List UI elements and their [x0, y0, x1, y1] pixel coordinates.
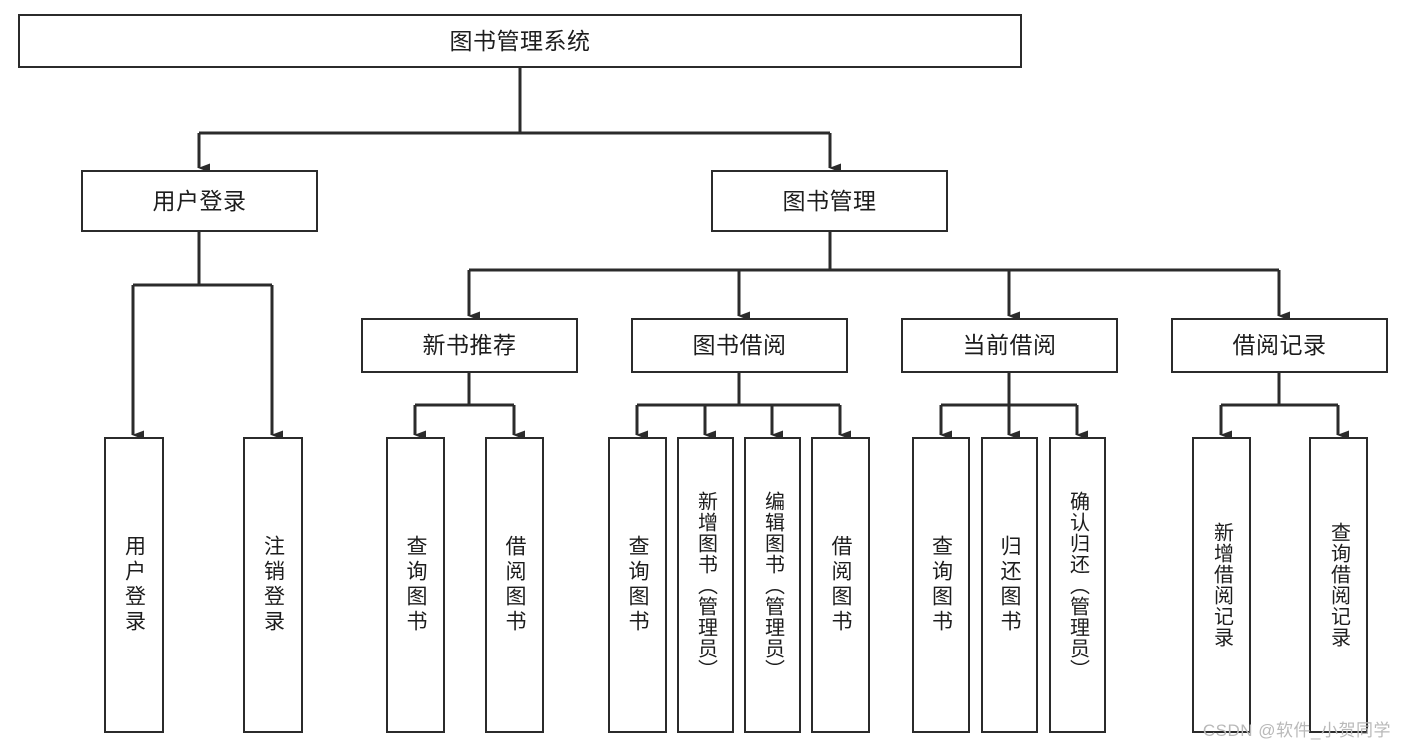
- leaf-current-borrow-confirm-return[interactable]: 确认归还（管理员）: [1049, 437, 1106, 733]
- node-root-system[interactable]: 图书管理系统: [18, 14, 1022, 68]
- leaf-book-borrow-borrow[interactable]: 借阅图书: [811, 437, 870, 733]
- leaf-user-login-logout[interactable]: 注销登录: [243, 437, 303, 733]
- node-label: 借阅记录: [1232, 332, 1327, 359]
- node-label: 借阅图书: [503, 535, 526, 635]
- leaf-current-borrow-return[interactable]: 归还图书: [981, 437, 1038, 733]
- node-label: 查询借阅记录: [1327, 522, 1350, 648]
- leaf-new-book-query[interactable]: 查询图书: [386, 437, 445, 733]
- node-label: 图书管理系统: [449, 27, 591, 54]
- node-label: 编辑图书（管理员）: [761, 490, 784, 680]
- node-new-book-recommend[interactable]: 新书推荐: [361, 318, 578, 373]
- node-borrow-record[interactable]: 借阅记录: [1171, 318, 1388, 373]
- leaf-current-borrow-query[interactable]: 查询图书: [912, 437, 970, 733]
- leaf-book-borrow-edit[interactable]: 编辑图书（管理员）: [744, 437, 801, 733]
- node-book-borrow[interactable]: 图书借阅: [631, 318, 848, 373]
- node-label: 新增借阅记录: [1210, 522, 1233, 648]
- node-label: 确认归还（管理员）: [1066, 490, 1089, 680]
- node-label: 用户登录: [152, 187, 247, 214]
- leaf-borrow-record-query[interactable]: 查询借阅记录: [1309, 437, 1368, 733]
- node-label: 图书管理: [782, 187, 877, 214]
- node-label: 图书借阅: [692, 332, 787, 359]
- node-book-management[interactable]: 图书管理: [711, 170, 948, 232]
- leaf-user-login-login[interactable]: 用户登录: [104, 437, 164, 733]
- node-label: 当前借阅: [962, 332, 1057, 359]
- node-label: 查询图书: [929, 535, 953, 635]
- node-label: 注销登录: [261, 535, 285, 635]
- node-current-borrow[interactable]: 当前借阅: [901, 318, 1118, 373]
- node-label: 新书推荐: [422, 332, 517, 359]
- node-label: 查询图书: [626, 535, 649, 635]
- node-label: 新增图书（管理员）: [694, 490, 717, 680]
- node-user-login[interactable]: 用户登录: [81, 170, 318, 232]
- watermark-text: CSDN @软件_小贺同学: [1202, 721, 1391, 740]
- leaf-new-book-borrow[interactable]: 借阅图书: [485, 437, 544, 733]
- leaf-book-borrow-query[interactable]: 查询图书: [608, 437, 667, 733]
- node-label: 查询图书: [404, 535, 427, 635]
- leaf-book-borrow-add[interactable]: 新增图书（管理员）: [677, 437, 734, 733]
- node-label: 借阅图书: [829, 535, 852, 635]
- node-label: 归还图书: [998, 535, 1021, 635]
- leaf-borrow-record-add[interactable]: 新增借阅记录: [1192, 437, 1251, 733]
- node-label: 用户登录: [122, 535, 146, 635]
